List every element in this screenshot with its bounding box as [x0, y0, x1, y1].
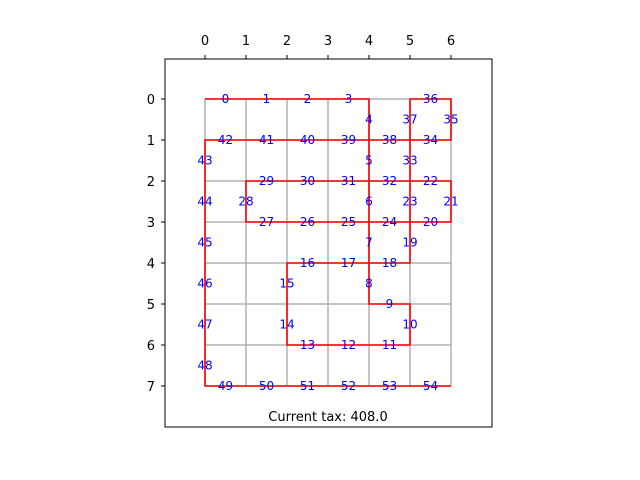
- edge-label: 18: [382, 256, 397, 270]
- edge-label: 3: [345, 92, 353, 106]
- y-tick-label: 1: [147, 134, 155, 149]
- x-tick-label: 4: [365, 34, 373, 49]
- edge-label: 7: [365, 236, 373, 250]
- edge-label: 32: [382, 174, 397, 188]
- edge-label: 26: [300, 215, 315, 229]
- edge-label: 39: [341, 133, 356, 147]
- y-tick-label: 5: [147, 298, 155, 313]
- edge-label: 53: [382, 379, 397, 393]
- y-axis-ticks: 0 1 2 3 4 5 6 7: [147, 93, 165, 395]
- edge-label: 30: [300, 174, 315, 188]
- x-tick-label: 0: [201, 34, 209, 49]
- status-text: Current tax: 408.0: [268, 410, 387, 425]
- edge-label: 8: [365, 277, 373, 291]
- edge-label: 16: [300, 256, 315, 270]
- edge-label: 41: [259, 133, 274, 147]
- edge-label: 13: [300, 338, 315, 352]
- edge-label: 9: [386, 297, 394, 311]
- edge-label: 31: [341, 174, 356, 188]
- edge-label: 0: [222, 92, 230, 106]
- x-tick-label: 3: [324, 34, 332, 49]
- edge-label: 5: [365, 154, 373, 168]
- edge-label: 52: [341, 379, 356, 393]
- edge-label: 51: [300, 379, 315, 393]
- edge-label: 50: [259, 379, 274, 393]
- x-axis-ticks: 0 1 2 3 4 5 6: [201, 34, 455, 59]
- edge-label: 48: [197, 359, 212, 373]
- y-tick-label: 4: [147, 257, 155, 272]
- y-tick-label: 6: [147, 339, 155, 354]
- edge-label: 22: [423, 174, 438, 188]
- edge-label: 10: [402, 318, 417, 332]
- y-tick-label: 2: [147, 175, 155, 190]
- edge-label: 54: [423, 379, 438, 393]
- edge-label: 27: [259, 215, 274, 229]
- edge-label: 2: [304, 92, 312, 106]
- edge-label: 43: [197, 154, 212, 168]
- edge-label: 29: [259, 174, 274, 188]
- edge-label: 42: [218, 133, 233, 147]
- x-tick-label: 5: [406, 34, 414, 49]
- edge-label: 20: [423, 215, 438, 229]
- route-path: [204, 98, 452, 387]
- edge-label: 46: [197, 277, 212, 291]
- edge-label: 14: [279, 318, 294, 332]
- edge-label: 36: [423, 92, 438, 106]
- edge-label: 24: [382, 215, 397, 229]
- y-tick-label: 7: [147, 380, 155, 395]
- edge-label: 37: [402, 113, 417, 127]
- y-tick-label: 3: [147, 216, 155, 231]
- edge-label: 47: [197, 318, 212, 332]
- edge-label: 19: [402, 236, 417, 250]
- x-tick-label: 6: [447, 34, 455, 49]
- edge-label: 6: [365, 195, 373, 209]
- edge-label: 25: [341, 215, 356, 229]
- edge-label: 17: [341, 256, 356, 270]
- edge-label: 12: [341, 338, 356, 352]
- edge-label: 35: [443, 113, 458, 127]
- edge-label: 11: [382, 338, 397, 352]
- edge-label: 44: [197, 195, 212, 209]
- edge-label: 21: [443, 195, 458, 209]
- edge-label: 15: [279, 277, 294, 291]
- edge-label: 4: [365, 113, 373, 127]
- y-tick-label: 0: [147, 93, 155, 108]
- edge-label: 33: [402, 154, 417, 168]
- x-tick-label: 2: [283, 34, 291, 49]
- x-tick-label: 1: [242, 34, 250, 49]
- edge-label: 34: [423, 133, 438, 147]
- edge-label: 28: [238, 195, 253, 209]
- edge-label: 1: [263, 92, 271, 106]
- edge-label: 38: [382, 133, 397, 147]
- edge-label: 49: [218, 379, 233, 393]
- edge-label: 45: [197, 236, 212, 250]
- edge-label: 40: [300, 133, 315, 147]
- edge-label: 23: [402, 195, 417, 209]
- route-polyline: [204, 98, 452, 387]
